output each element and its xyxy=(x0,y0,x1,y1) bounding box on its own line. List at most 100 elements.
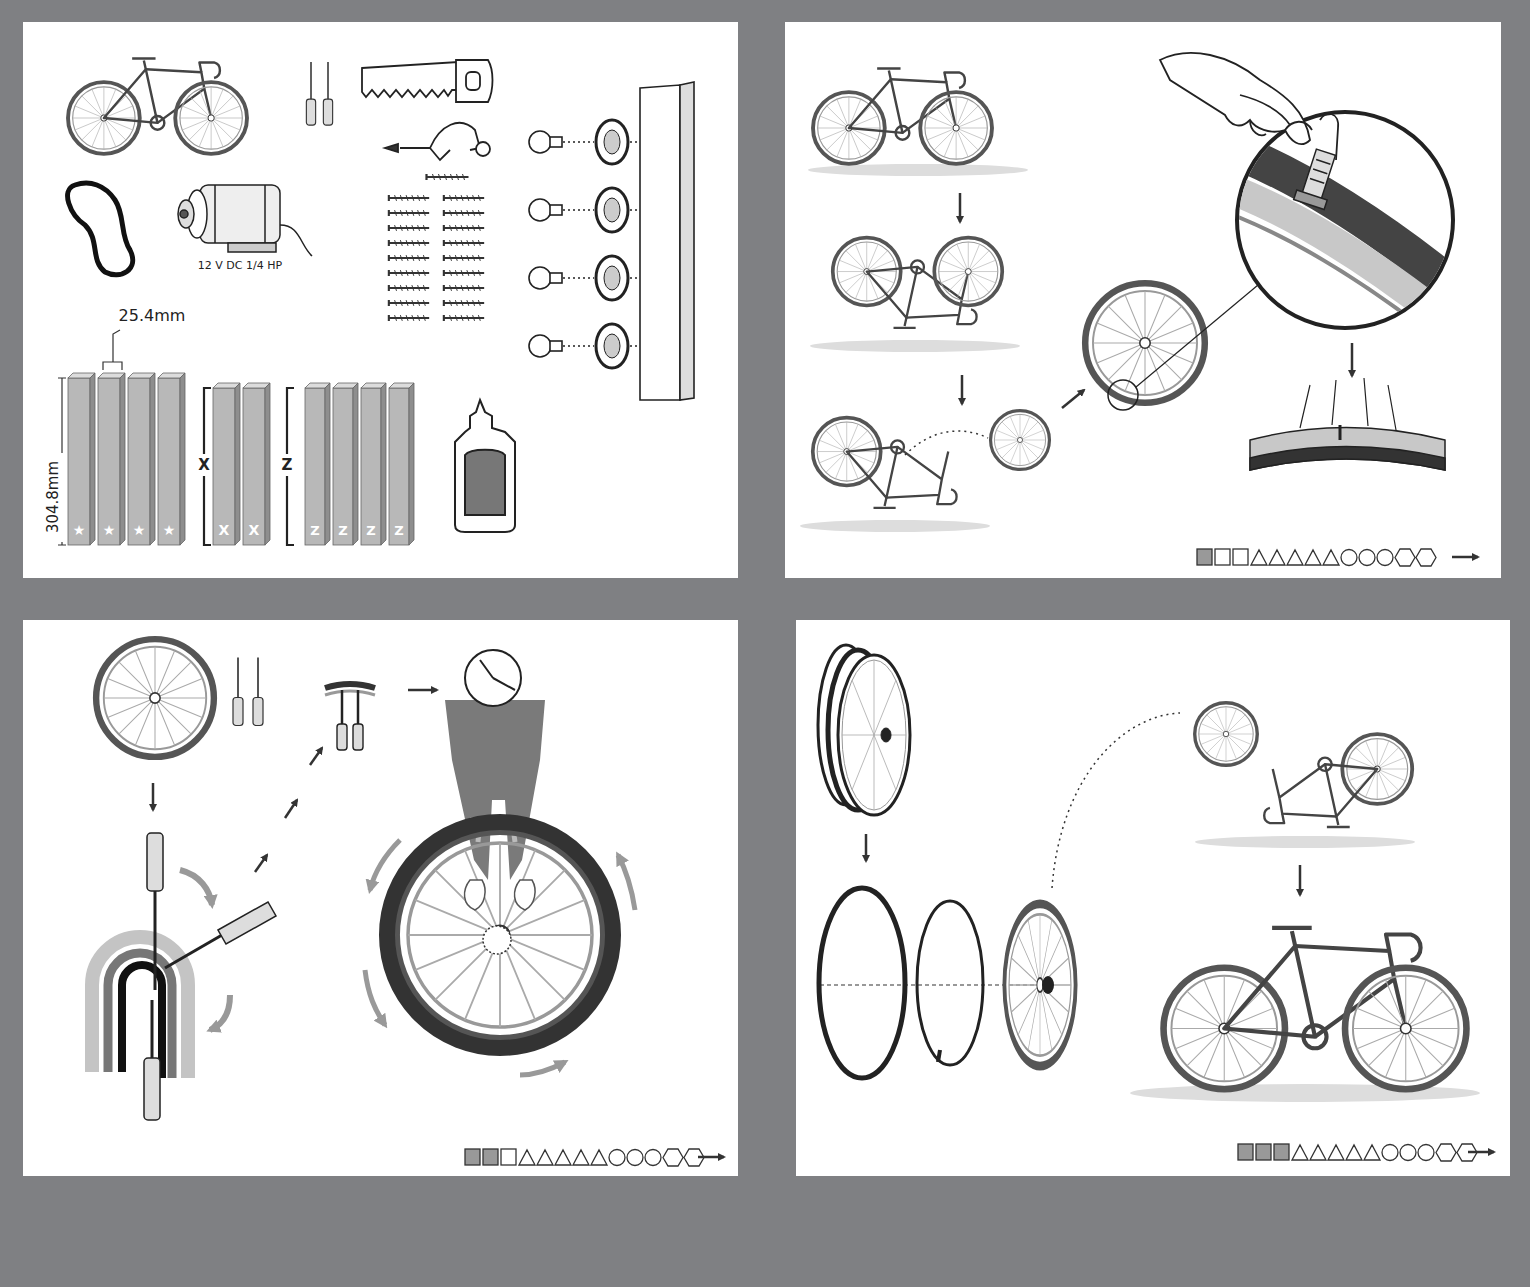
motor xyxy=(180,210,188,218)
wood-sticks xyxy=(90,373,185,545)
light-bulbs xyxy=(596,188,628,232)
screws xyxy=(444,225,484,231)
wood-sticks xyxy=(213,388,235,545)
bicycle xyxy=(68,59,247,154)
wheel xyxy=(1195,703,1258,766)
progress-indicator xyxy=(1274,1144,1289,1160)
hand xyxy=(1160,53,1338,160)
zoom-line xyxy=(1136,285,1258,387)
screws xyxy=(444,285,484,291)
wheel xyxy=(483,926,511,954)
wood-sticks xyxy=(235,383,270,545)
ground-shadow xyxy=(808,164,1028,176)
step-arrow xyxy=(865,834,868,861)
progress-indicator xyxy=(1238,1144,1253,1160)
panel xyxy=(23,620,738,1176)
screws xyxy=(389,210,429,216)
light-bulbs xyxy=(550,205,562,215)
progress-indicator xyxy=(501,1149,516,1165)
bicycle xyxy=(1164,928,1467,1089)
bracket xyxy=(204,388,294,545)
glue-bottle xyxy=(465,450,505,515)
wood-sticks xyxy=(68,378,90,545)
bicycle-upside-down xyxy=(833,238,1002,328)
part-mark: ★ xyxy=(133,523,146,538)
group-label: X xyxy=(198,457,210,474)
dotted-path xyxy=(1052,713,1180,888)
tire-closeup xyxy=(1294,190,1328,209)
screwdriver xyxy=(144,1058,160,1120)
wood-sticks xyxy=(389,388,409,545)
part-mark: ★ xyxy=(103,523,116,538)
person xyxy=(445,650,545,880)
wood-sticks xyxy=(325,383,414,545)
tire-levers xyxy=(325,691,375,695)
tire-closeup xyxy=(1310,160,1330,184)
bicycle xyxy=(813,69,992,164)
hand xyxy=(1240,95,1312,135)
progress-indicator xyxy=(519,1149,704,1166)
tire-section xyxy=(1250,428,1445,471)
inner-tube xyxy=(917,901,983,1065)
light-bulbs xyxy=(596,324,628,368)
tire-levers xyxy=(353,724,363,750)
glue-bottle xyxy=(455,400,515,532)
zoom-marker xyxy=(1108,380,1138,410)
bicycle-upside-down xyxy=(1264,734,1412,827)
screws xyxy=(444,210,484,216)
light-bulbs xyxy=(529,131,551,153)
wood-sticks xyxy=(158,378,180,545)
step-arrow xyxy=(255,690,437,872)
wheel xyxy=(387,822,613,1048)
hand-drill xyxy=(400,123,480,150)
wood-sticks xyxy=(68,373,414,545)
screwdriver xyxy=(218,902,276,944)
tire-closeup xyxy=(1220,185,1470,340)
screwdriver xyxy=(253,658,263,726)
progress-indicator xyxy=(1256,1144,1271,1160)
wheel xyxy=(1085,283,1205,403)
light-bulbs xyxy=(529,335,551,357)
ground-shadow xyxy=(1195,836,1415,848)
wood-sticks xyxy=(305,388,325,545)
tire-closeup xyxy=(1220,145,1470,365)
hand-drill xyxy=(430,148,450,160)
light-bulbs xyxy=(529,131,562,357)
wooden-board xyxy=(640,82,694,400)
wood-sticks xyxy=(128,378,150,545)
wheel-stack xyxy=(838,655,910,815)
dimension-label: 25.4mm xyxy=(119,307,186,325)
tire-levers xyxy=(357,690,360,725)
light-bulbs xyxy=(604,130,620,358)
screwdriver xyxy=(154,891,157,990)
wheel xyxy=(1085,283,1205,403)
panel xyxy=(23,22,1510,1176)
motor xyxy=(215,185,265,243)
light-bulbs xyxy=(604,130,620,154)
light-bulbs xyxy=(596,120,628,164)
wood-sticks xyxy=(243,388,265,545)
light-bulbs xyxy=(529,267,551,289)
wheel xyxy=(1004,904,1075,1066)
motion-arrow xyxy=(180,870,230,1030)
motion-arrow xyxy=(520,1062,565,1075)
screwdriver xyxy=(165,935,222,968)
dimension-line xyxy=(58,330,122,545)
panel xyxy=(23,22,738,578)
panel xyxy=(796,620,1510,1176)
tire-section xyxy=(1339,425,1342,440)
progress-indicator xyxy=(483,1149,498,1165)
screwdriver xyxy=(233,658,243,726)
motion-arrow xyxy=(365,970,385,1025)
wheel-stack xyxy=(818,645,910,815)
light-bulbs xyxy=(550,341,562,351)
motion-arrow xyxy=(180,870,212,905)
ground-shadow xyxy=(810,340,1020,352)
step-arrow xyxy=(1351,343,1354,376)
bicycle xyxy=(68,59,247,154)
motor xyxy=(228,243,276,252)
bicycle-upside-down xyxy=(813,418,957,508)
motor xyxy=(178,200,194,228)
screws xyxy=(444,240,484,246)
